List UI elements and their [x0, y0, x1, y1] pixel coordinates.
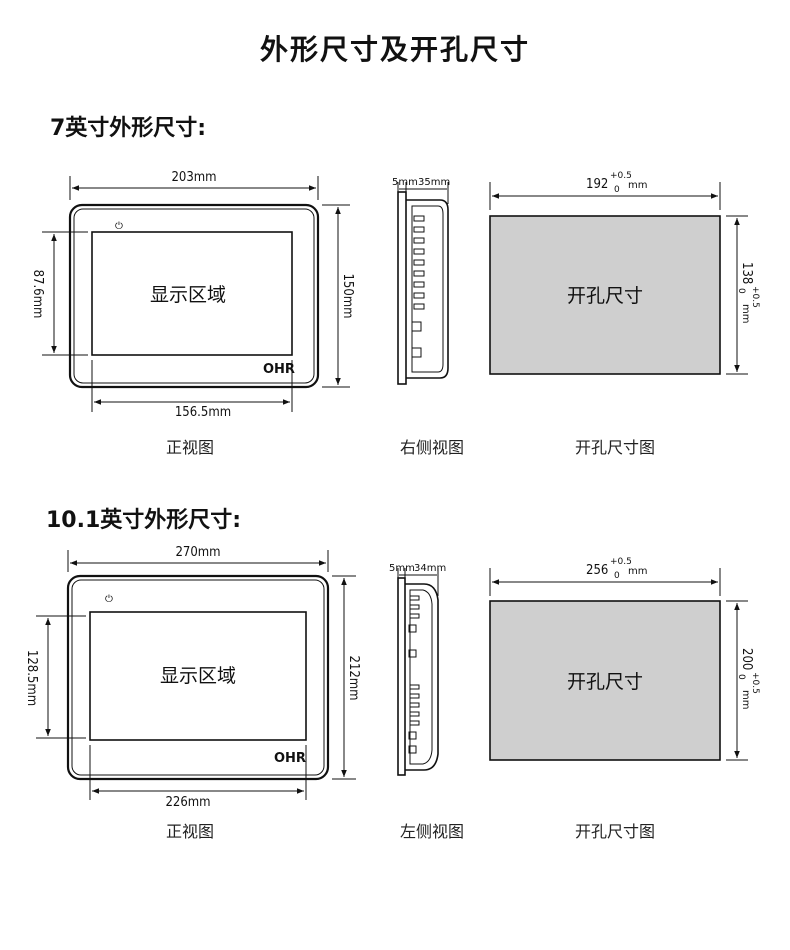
cutout-width-base: 192 [586, 177, 608, 192]
front-view-7inch: ⏻ 显示区域 OHR 203mm 150mm 156.5mm 87.6mm [30, 170, 355, 420]
caption-side-view: 右侧视图 [399, 438, 464, 457]
cutout-height-tol-plus: +0.5 [750, 672, 760, 694]
front-height-label: 150mm [340, 273, 355, 318]
side-view-10inch: 5mm 34mm [389, 563, 446, 776]
front-width-label: 203mm [171, 170, 216, 185]
cutout-height-tol-minus: 0 [736, 288, 746, 294]
front-width-label: 270mm [175, 545, 220, 560]
power-icon: ⏻ [105, 594, 113, 605]
cutout-width-base: 256 [586, 563, 608, 578]
caption-side-view: 左侧视图 [399, 822, 464, 841]
cutout-height-base: 200 [739, 648, 754, 670]
brand-logo: OHR [263, 362, 295, 377]
cutout-height-tol-minus: 0 [736, 674, 746, 680]
section-title-10inch: 10.1英寸外形尺寸: [46, 508, 242, 533]
depth-label: 34mm [414, 563, 446, 574]
bezel-thickness-label: 5mm [392, 177, 418, 188]
front-view-10inch: ⏻ 显示区域 OHR 270mm 212mm 226mm 128.5mm [24, 545, 361, 810]
display-height-label: 87.6mm [30, 270, 45, 319]
caption-front-view: 正视图 [165, 822, 214, 841]
cutout-width-tol-plus: +0.5 [610, 557, 632, 567]
cutout-width-unit: mm [628, 180, 647, 191]
page-title: 外形尺寸及开孔尺寸 [259, 33, 530, 66]
brand-logo: OHR [274, 751, 306, 766]
cutout-width-tol-minus: 0 [614, 571, 620, 581]
display-height-label: 128.5mm [24, 650, 39, 706]
cutout-width-tol-plus: +0.5 [610, 171, 632, 181]
cutout-7inch: 开孔尺寸 192 +0.5 0 mm 138 +0.5 0 mm [489, 171, 760, 375]
cutout-10inch: 开孔尺寸 256 +0.5 0 mm 200 +0.5 0 mm [489, 557, 760, 761]
side-vent-slots [411, 215, 425, 358]
cutout-width-tol-minus: 0 [614, 185, 620, 195]
display-width-label: 156.5mm [175, 405, 231, 420]
cutout-height-tol-plus: +0.5 [750, 286, 760, 308]
side-vent-slots [408, 595, 420, 754]
caption-front-view: 正视图 [165, 438, 214, 457]
caption-cutout-view: 开孔尺寸图 [574, 822, 655, 841]
cutout-label: 开孔尺寸 [567, 671, 643, 693]
cutout-height-base: 138 [739, 262, 754, 284]
bezel-thickness-label: 5mm [389, 563, 415, 574]
display-area-label: 显示区域 [150, 284, 226, 306]
cutout-label: 开孔尺寸 [567, 285, 643, 307]
front-height-label: 212mm [346, 655, 361, 700]
power-icon: ⏻ [115, 221, 123, 232]
caption-cutout-view: 开孔尺寸图 [574, 438, 655, 457]
display-area-label: 显示区域 [160, 665, 236, 687]
depth-label: 35mm [418, 177, 450, 188]
cutout-height-unit: mm [740, 304, 751, 323]
cutout-height-unit: mm [740, 690, 751, 709]
section-title-7inch: 7英寸外形尺寸: [50, 116, 207, 141]
cutout-width-unit: mm [628, 566, 647, 577]
side-view-7inch: 5mm 35mm [392, 177, 450, 385]
display-width-label: 226mm [165, 795, 210, 810]
